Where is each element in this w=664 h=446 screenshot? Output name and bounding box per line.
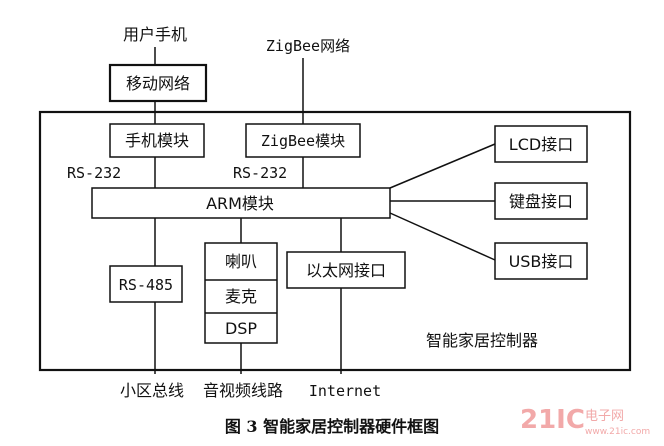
phone-module-label: 手机模块 bbox=[125, 131, 189, 150]
zigbee-network-label: ZigBee网络 bbox=[266, 37, 350, 55]
controller-label: 智能家居控制器 bbox=[426, 331, 538, 350]
zigbee-module-box bbox=[245, 123, 361, 158]
watermark-cn: 电子网 bbox=[585, 409, 624, 424]
arm-module-box bbox=[91, 187, 391, 219]
lcd-interface-box bbox=[494, 125, 588, 163]
arm-module-label: ARM模块 bbox=[206, 194, 274, 213]
controller-frame bbox=[38, 110, 632, 372]
rs232-right-label: RS-232 bbox=[233, 164, 287, 182]
dsp-label: DSP bbox=[225, 319, 257, 338]
mobile-network-label: 移动网络 bbox=[126, 74, 190, 93]
rs485-box bbox=[109, 265, 183, 303]
speaker-label: 喇叭 bbox=[225, 252, 257, 271]
av-line-label: 音视频线路 bbox=[203, 381, 283, 400]
zigbee-module-label: ZigBee模块 bbox=[261, 132, 345, 150]
watermark-url: www.21ic.com bbox=[585, 427, 650, 437]
mobile-network-box bbox=[108, 63, 208, 103]
keyboard-interface-box bbox=[494, 182, 588, 220]
rs485-label: RS-485 bbox=[119, 276, 173, 294]
user-phone-label: 用户手机 bbox=[123, 25, 187, 44]
usb-interface-box bbox=[494, 242, 588, 280]
lcd-interface-label: LCD接口 bbox=[509, 135, 573, 154]
watermark-logo: 21IC 电子网 www.21ic.com bbox=[520, 405, 650, 437]
phone-module-box bbox=[109, 123, 205, 158]
microphone-label: 麦克 bbox=[225, 287, 257, 306]
community-bus-label: 小区总线 bbox=[120, 381, 184, 400]
ethernet-interface-box bbox=[286, 251, 406, 289]
rs232-left-label: RS-232 bbox=[67, 164, 121, 182]
watermark-brand: 21IC bbox=[520, 405, 585, 435]
audio-stack-box bbox=[204, 242, 278, 344]
usb-interface-label: USB接口 bbox=[509, 252, 574, 271]
keyboard-interface-label: 键盘接口 bbox=[509, 192, 573, 211]
internet-label: Internet bbox=[309, 382, 381, 400]
figure-caption: 图 3 智能家居控制器硬件框图 bbox=[225, 417, 439, 436]
ethernet-interface-label: 以太网接口 bbox=[306, 261, 386, 280]
